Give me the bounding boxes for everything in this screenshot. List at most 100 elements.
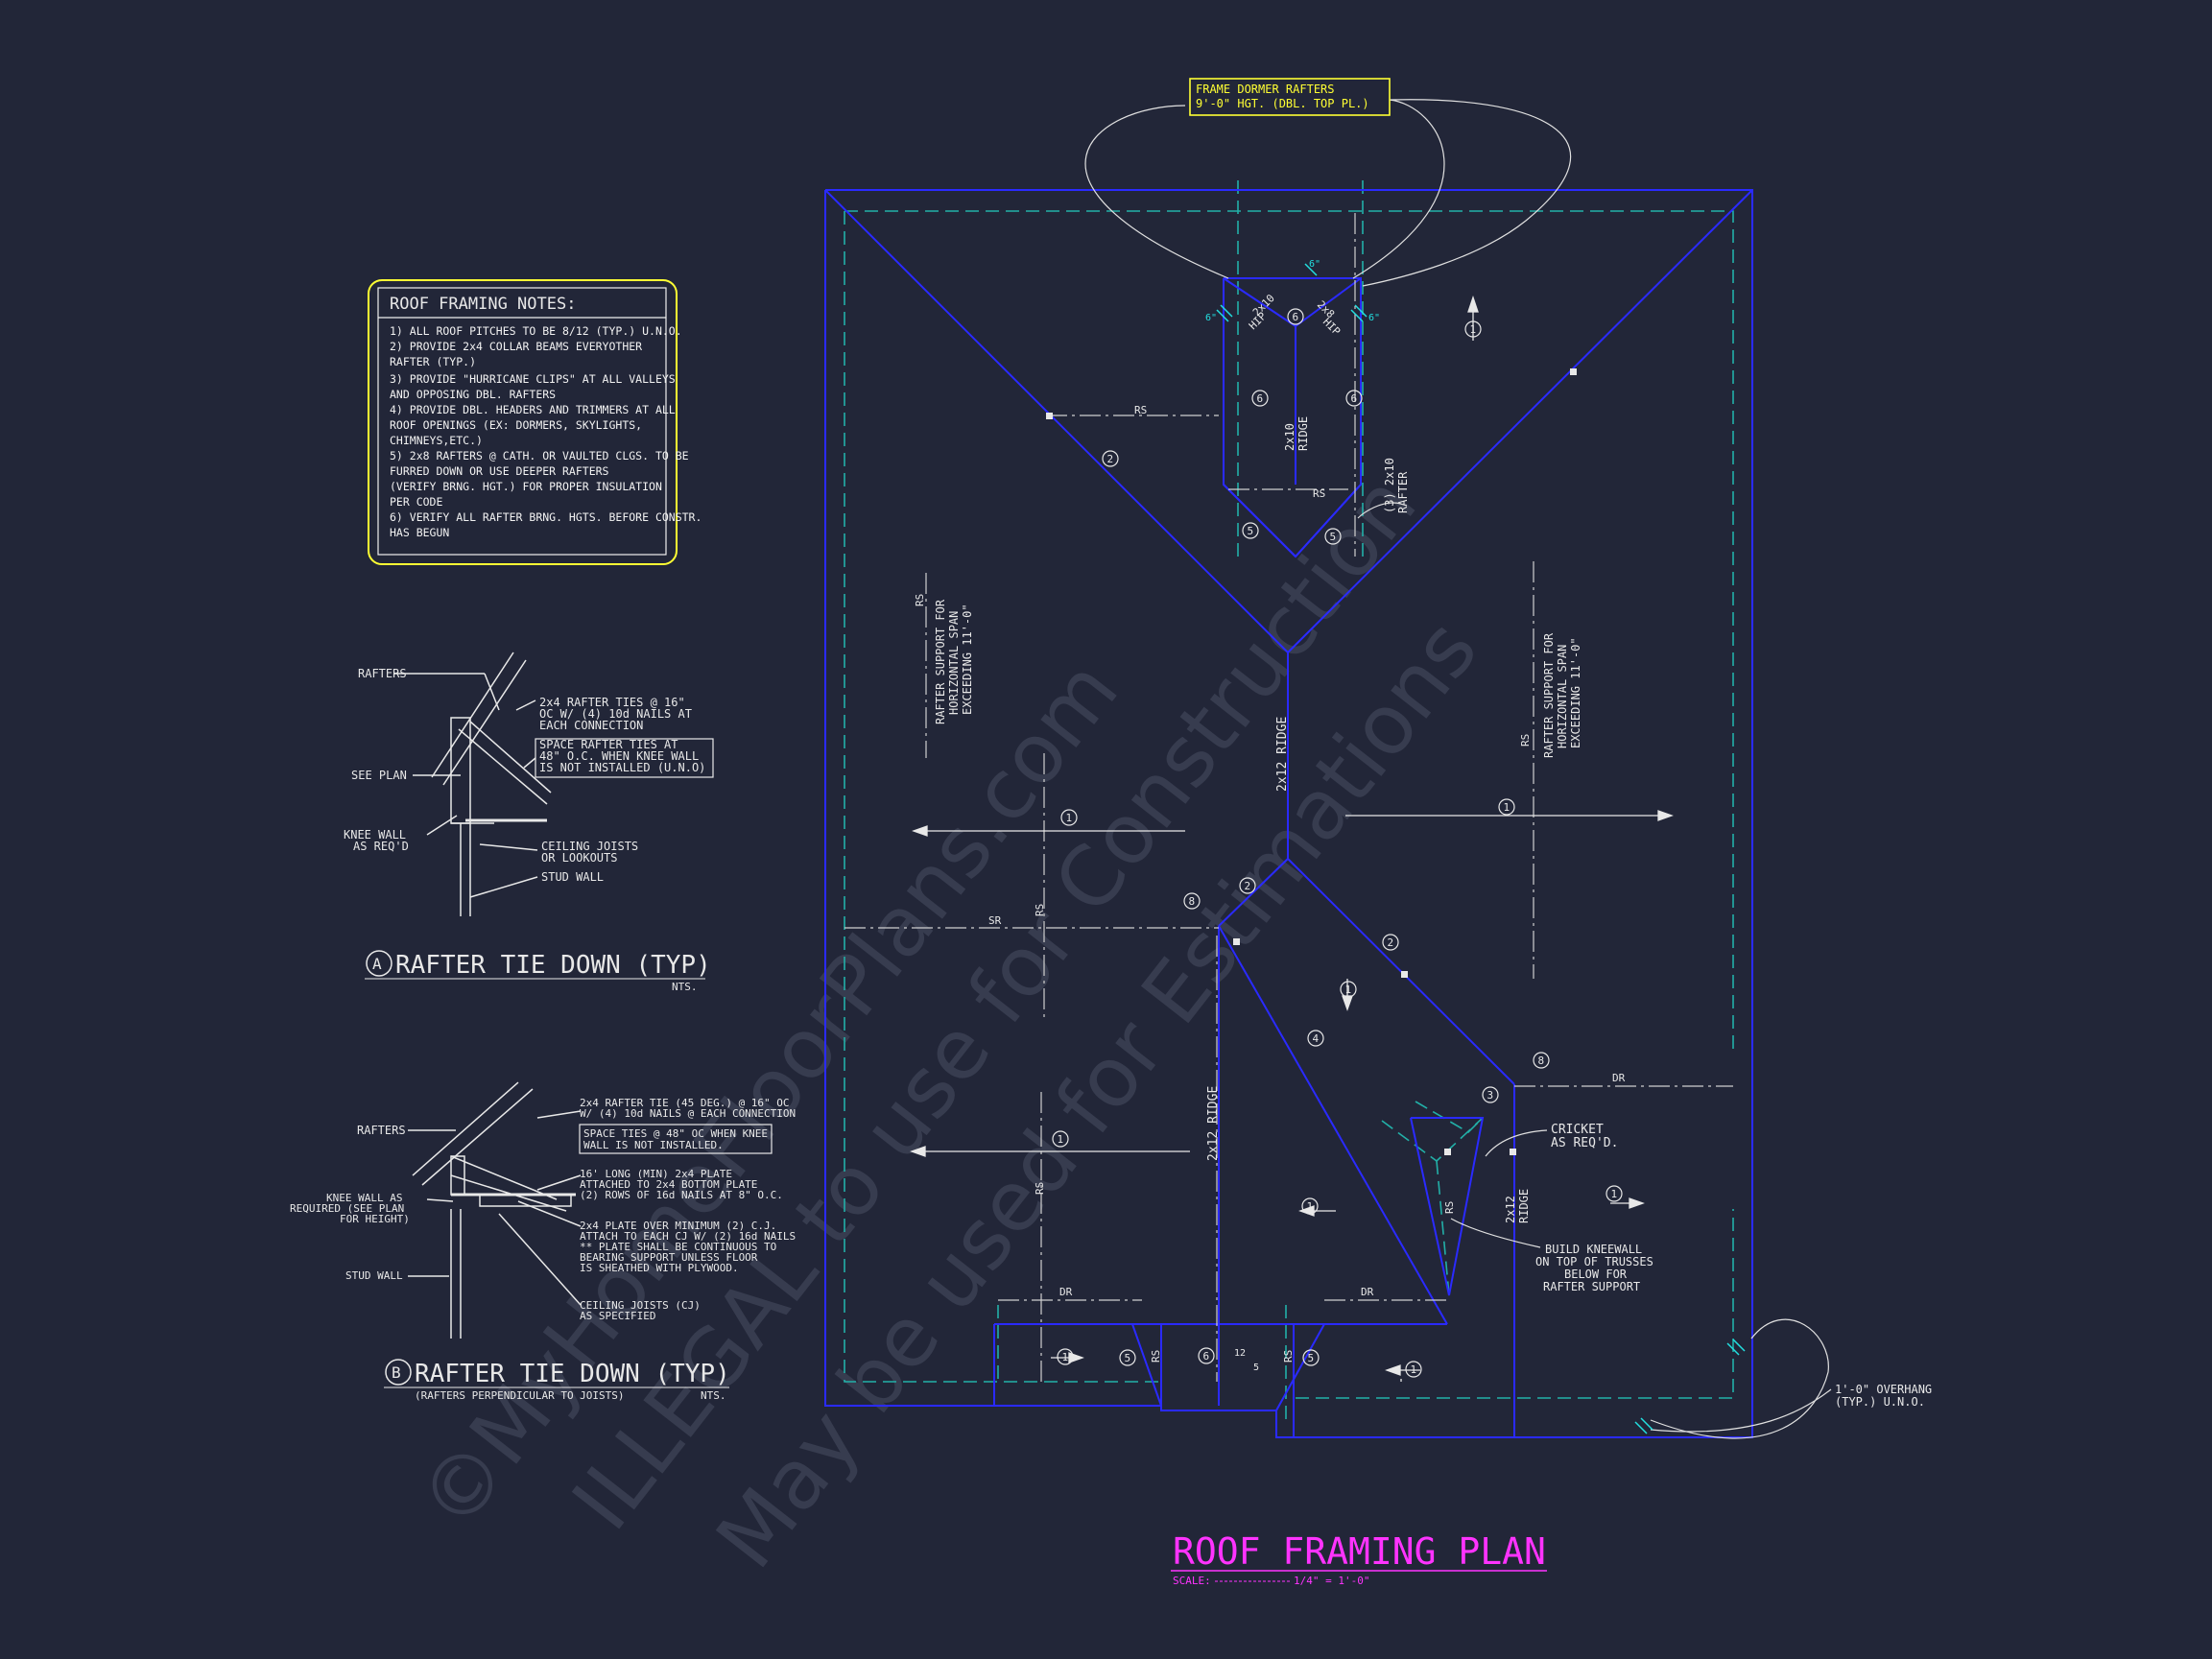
overhang-dims: 6" 6" 6" xyxy=(1205,259,1380,323)
label-knee-1: KNEE WALL AS xyxy=(326,1192,402,1204)
leaders xyxy=(1084,99,1832,1439)
detail-b-title-text: RAFTER TIE DOWN (TYP) xyxy=(415,1360,730,1388)
notes-line: AND OPPOSING DBL. RAFTERS xyxy=(390,388,556,401)
roof-outline xyxy=(824,189,1753,1438)
label-kneewall: ON TOP OF TRUSSES xyxy=(1535,1255,1653,1268)
overhang-ticks xyxy=(1216,263,1746,1434)
pitch-bubble xyxy=(1382,934,1399,951)
label-ties-2: OC W/ (4) 10d NAILS AT xyxy=(539,707,692,721)
notes-line: (VERIFY BRNG. HGT.) FOR PROPER INSULATIO… xyxy=(390,480,662,493)
pitch-bubble xyxy=(1324,528,1342,545)
label-overhang: 1'-0" OVERHANG xyxy=(1835,1383,1932,1396)
pitch-bubble-label: 5 xyxy=(1330,531,1337,543)
label-ridge-2x12: 2x12 RIDGE xyxy=(1206,1086,1221,1161)
label-rafters: RAFTERS xyxy=(358,667,407,680)
pitch-bubble xyxy=(1482,1086,1499,1103)
pitch-bubble xyxy=(1057,1348,1074,1365)
label-plate-2: ATTACHED TO 2x4 BOTTOM PLATE xyxy=(580,1178,757,1191)
label-support: EXCEEDING 11'-0" xyxy=(961,604,974,715)
plan-title-text: ROOF FRAMING PLAN xyxy=(1173,1530,1546,1573)
pitch-bubble-label: 1 xyxy=(1062,1351,1069,1363)
pitch-bubble-label: 6 xyxy=(1257,392,1264,405)
label-rs: RS xyxy=(1443,1201,1456,1214)
pitch-bubble xyxy=(1119,1349,1136,1366)
notes-line: 6) VERIFY ALL RAFTER BRNG. HGTS. BEFORE … xyxy=(390,510,702,524)
pitch-bubble-label: 6 xyxy=(1351,392,1358,405)
label-knee-3: FOR HEIGHT) xyxy=(340,1213,410,1225)
label-rs: RS xyxy=(914,594,926,606)
label-tie-2: W/ (4) 10d NAILS @ EACH CONNECTION xyxy=(580,1107,796,1120)
label-ridge-2x12-small: 2x12 xyxy=(1504,1196,1517,1223)
detail-a-nts: NTS. xyxy=(672,981,698,993)
pitch-bubble-label: 1 xyxy=(1411,1363,1417,1376)
pitch-bubble xyxy=(1605,1185,1623,1202)
pitch-bubble-label: 2 xyxy=(1388,936,1394,949)
pitch-bubble xyxy=(1183,892,1201,910)
pitch-bubble-label: 1 xyxy=(1058,1133,1064,1146)
pitch-bubble xyxy=(1239,877,1256,894)
dim-6in: 6" xyxy=(1309,259,1320,270)
detail-b xyxy=(408,1081,582,1339)
label-plate-3: (2) ROWS OF 16d NAILS AT 8" O.C. xyxy=(580,1189,783,1201)
dormer-callout-line-2: 9'-0" HGT. (DBL. TOP PL.) xyxy=(1196,97,1369,110)
label-rafters: RAFTERS xyxy=(357,1124,406,1137)
notes-line: 5) 2x8 RAFTERS @ CATH. OR VAULTED CLGS. … xyxy=(390,449,689,462)
pitch-bubble-label: 8 xyxy=(1189,895,1196,908)
label-over-1: 2x4 PLATE OVER MINIMUM (2) C.J. xyxy=(580,1220,776,1232)
label-knee-wall-2: AS REQ'D xyxy=(353,840,409,853)
dim-5: 5 xyxy=(1253,1363,1259,1373)
pitch-bubble xyxy=(1498,798,1515,816)
label-dr: DR xyxy=(1612,1072,1626,1084)
dormer-callout-line-1: FRAME DORMER RAFTERS xyxy=(1196,83,1335,96)
label-dr: DR xyxy=(1361,1286,1374,1298)
detail-b-note-box xyxy=(579,1124,773,1154)
pitch-bubble xyxy=(1102,450,1119,467)
notes-line: CHIMNEYS,ETC.) xyxy=(390,434,483,447)
dim-6in: 6" xyxy=(1368,313,1380,323)
label-space-3: IS NOT INSTALLED (U.N.O) xyxy=(539,761,705,774)
pitch-bubble xyxy=(1307,1030,1324,1047)
label-rs: RS xyxy=(1034,1182,1046,1195)
detail-b-nts: NTS. xyxy=(701,1389,726,1402)
pitch-bubble-label: 8 xyxy=(1538,1055,1545,1067)
detail-a-marker-label: A xyxy=(372,955,382,973)
detail-b-marker xyxy=(385,1359,412,1386)
pitch-bubble xyxy=(1345,390,1363,407)
label-rs: RS xyxy=(1134,404,1147,416)
pitch-bubble-label: 5 xyxy=(1308,1352,1315,1364)
notes-line: RAFTER (TYP.) xyxy=(390,355,476,368)
label-hip-2x8: 2x8 xyxy=(1315,298,1337,320)
pitch-bubble-label: 5 xyxy=(1248,525,1254,537)
label-ridge-2x12-small: RIDGE xyxy=(1517,1189,1531,1223)
dim-12: 12 xyxy=(1234,1348,1246,1359)
pitch-bubble xyxy=(1052,1130,1069,1148)
label-kneewall: BUILD KNEEWALL xyxy=(1545,1243,1642,1256)
label-support: RAFTER SUPPORT FOR xyxy=(1542,632,1556,758)
label-ties-1: 2x4 RAFTER TIES @ 16" xyxy=(539,696,685,709)
label-stud-wall: STUD WALL xyxy=(541,870,604,884)
label-cj-2: AS SPECIFIED xyxy=(580,1310,655,1322)
pitch-bubble-label: 6 xyxy=(1293,311,1299,323)
label-cricket: AS REQ'D. xyxy=(1551,1136,1618,1150)
label-space-1: SPACE TIES @ 48" OC WHEN KNEE xyxy=(583,1127,768,1140)
notes-line: 2) PROVIDE 2x4 COLLAR BEAMS EVERYOTHER xyxy=(390,340,642,353)
pitch-bubble xyxy=(1242,522,1259,539)
label-ridge-2x10: RIDGE xyxy=(1296,416,1310,451)
pitch-bubble-label: 3 xyxy=(1487,1089,1494,1102)
pitch-bubble-label: 1 xyxy=(1066,812,1073,824)
label-support: HORIZONTAL SPAN xyxy=(947,611,961,715)
pitch-bubble xyxy=(1533,1052,1550,1069)
notes-line: 3) PROVIDE "HURRICANE CLIPS" AT ALL VALL… xyxy=(390,372,676,386)
pitch-bubble-label: 1 xyxy=(1470,323,1477,336)
plan-title: ROOF FRAMING PLAN SCALE: 1/4" = 1'-0" xyxy=(1171,1530,1547,1587)
pitch-bubble-label: 6 xyxy=(1203,1350,1210,1363)
notes-line: ROOF OPENINGS (EX: DORMERS, SKYLIGHTS, xyxy=(390,418,642,432)
label-support: HORIZONTAL SPAN xyxy=(1556,645,1569,748)
pitch-bubble xyxy=(1060,809,1078,826)
pitch-bubble xyxy=(1464,320,1482,338)
label-rs: RS xyxy=(1034,904,1046,916)
notes-line: 4) PROVIDE DBL. HEADERS AND TRIMMERS AT … xyxy=(390,403,676,416)
label-kneewall: RAFTER SUPPORT xyxy=(1543,1280,1640,1293)
